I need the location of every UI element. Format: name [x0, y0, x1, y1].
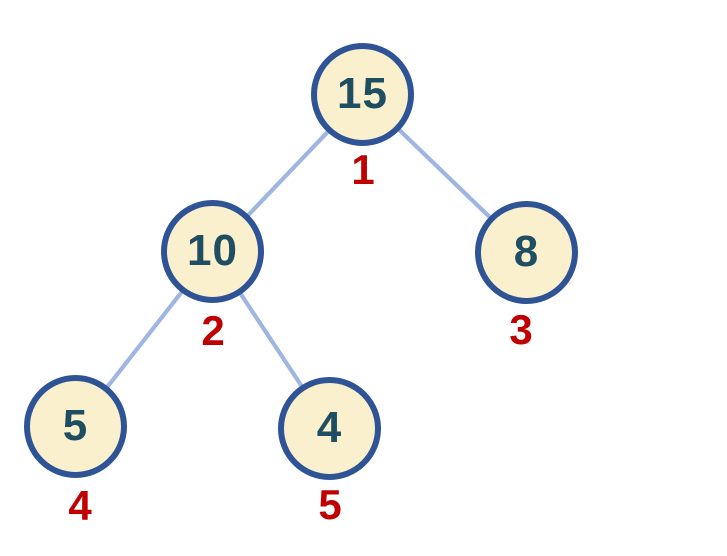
tree-node-10: 10: [161, 200, 264, 303]
node-value-15: 15: [337, 68, 388, 118]
tree-node-5: 5: [24, 375, 127, 478]
node-value-8: 8: [513, 226, 540, 276]
visit-order-label-node-4: 5: [318, 481, 342, 528]
node-value-4: 4: [316, 402, 343, 452]
visit-order-label-node-10: 2: [201, 307, 225, 354]
visit-order-label-node-15: 1: [351, 146, 375, 193]
node-value-10: 10: [187, 225, 238, 275]
tree-node-4: 4: [278, 377, 381, 480]
tree-node-8: 8: [475, 201, 578, 304]
tree-node-15: 15: [311, 43, 414, 146]
visit-order-label-node-5: 4: [68, 482, 92, 529]
visit-order-label-node-8: 3: [509, 306, 533, 353]
node-value-5: 5: [62, 400, 89, 450]
